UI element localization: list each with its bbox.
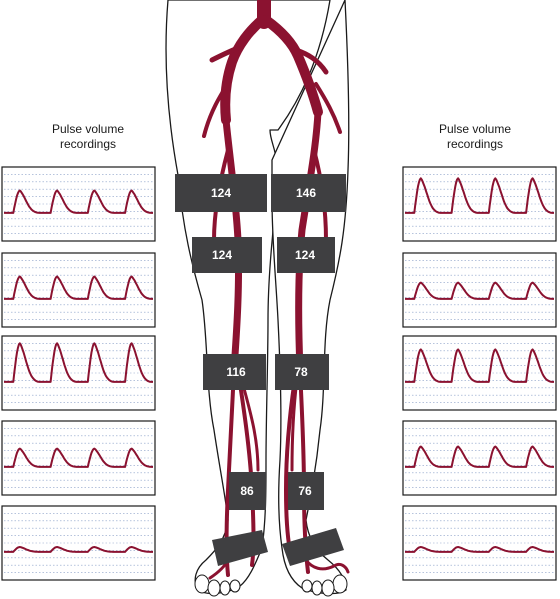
right-iliac-branch (293, 47, 329, 75)
recording-panel-right-calf (402, 335, 557, 411)
cuff-value-left-thigh-low: 124 (212, 248, 232, 262)
recording-panel-left-calf (1, 335, 156, 411)
pulse-waveform (3, 546, 154, 553)
right-tibial-posterior (284, 370, 298, 562)
right-header-line2: recordings (446, 137, 504, 151)
recording-panel-right-thigh-high (402, 166, 557, 242)
right-header: Pulse volume recordings (405, 122, 545, 152)
right-toes (301, 574, 348, 597)
recording-panel-left-foot (1, 505, 156, 581)
right-internal-iliac (314, 82, 342, 134)
cuff-value-right-thigh-high: 146 (296, 186, 316, 200)
recording-panel-right-ankle (402, 420, 557, 496)
pulse-waveform (404, 445, 555, 468)
recording-panel-left-ankle (1, 420, 156, 496)
right-header-line1: Pulse volume (438, 122, 512, 136)
left-header-line1: Pulse volume (51, 122, 125, 136)
right-iliac-artery (261, 15, 323, 117)
cuff-right-calf: 78 (275, 354, 329, 390)
left-header-line2: recordings (59, 137, 117, 151)
recording-panels (1, 166, 557, 581)
pulse-waveform (404, 348, 555, 383)
recording-panel-right-thigh-low (402, 252, 557, 328)
cuff-left-ankle: 86 (229, 472, 266, 510)
cuffs-right: 146 124 78 76 (271, 174, 346, 566)
left-internal-iliac (202, 78, 232, 138)
pulse-waveform (404, 546, 555, 553)
recording-panel-left-thigh-high (1, 166, 156, 242)
left-toes (194, 574, 241, 597)
cuff-left-thigh-high: 124 (175, 174, 267, 212)
cuff-right-foot (282, 528, 344, 566)
cuff-value-left-thigh-high: 124 (211, 186, 231, 200)
cuff-left-foot (212, 530, 268, 566)
pulse-waveform (404, 177, 555, 214)
left-iliac-artery (220, 15, 267, 125)
left-iliac-branch (209, 45, 241, 63)
cuff-value-right-calf: 78 (294, 365, 308, 379)
pulse-waveform (3, 447, 154, 468)
recording-panel-right-foot (402, 505, 557, 581)
pulse-waveform (3, 189, 154, 214)
cuff-left-thigh-low: 124 (192, 237, 262, 273)
pulse-waveform (3, 342, 154, 383)
right-dorsalis-pedis (304, 558, 350, 574)
pulse-waveform (3, 275, 154, 300)
cuff-left-calf: 116 (203, 354, 266, 390)
cuff-value-left-ankle: 86 (240, 484, 254, 498)
cuff-right-thigh-high: 146 (271, 174, 346, 212)
left-header: Pulse volume recordings (18, 122, 158, 152)
cuff-value-right-thigh-low: 124 (295, 248, 315, 262)
pulse-waveform (404, 281, 555, 300)
cuff-right-thigh-low: 124 (277, 237, 335, 273)
cuff-right-ankle: 76 (288, 472, 324, 510)
recording-panel-left-thigh-low (1, 252, 156, 328)
cuff-value-left-calf: 116 (226, 365, 246, 379)
cuff-value-right-ankle: 76 (298, 484, 312, 498)
cuffs-left: 124 124 116 86 (175, 174, 268, 566)
